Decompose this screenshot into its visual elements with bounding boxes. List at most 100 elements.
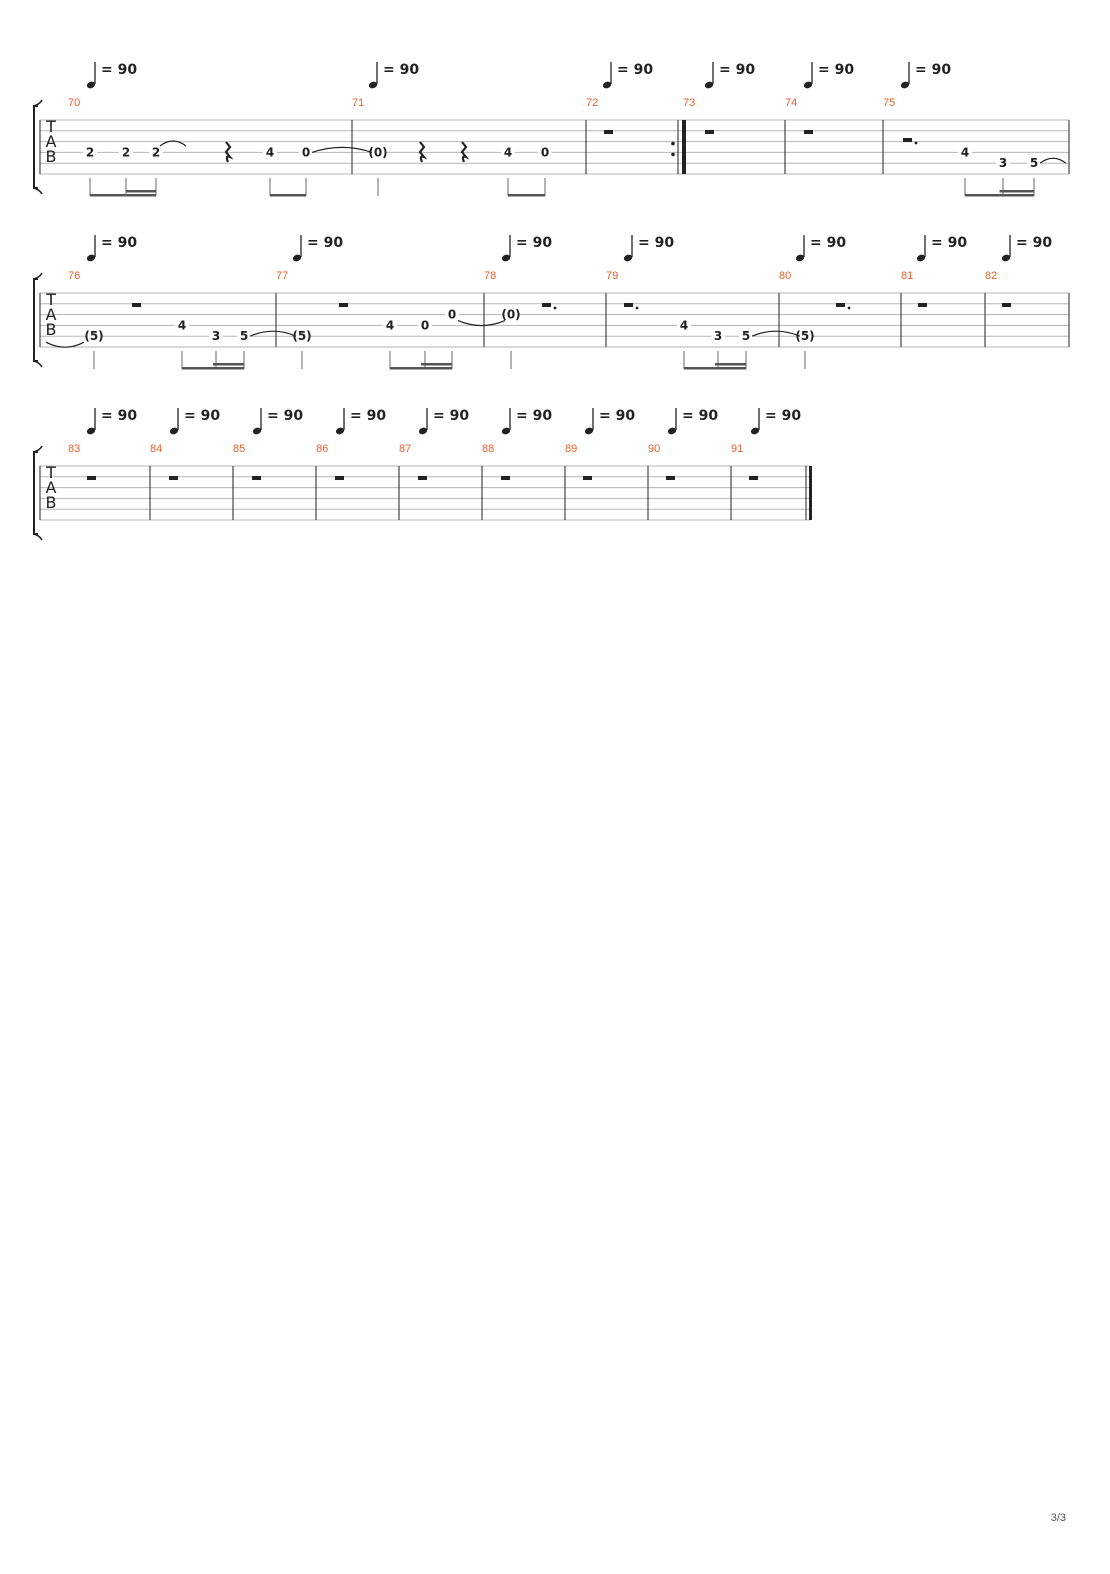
tempo-quarter-note-icon (86, 81, 96, 89)
fret-background (677, 319, 691, 332)
half-rest-icon (339, 303, 348, 307)
measure-number: 86 (316, 443, 328, 455)
measure-number: 87 (399, 443, 411, 455)
tempo-quarter-note-icon (916, 254, 926, 262)
tempo-marking: = 90 (433, 408, 469, 424)
fret-number: 4 (386, 318, 394, 332)
tempo-marking: = 90 (350, 408, 386, 424)
beam (182, 367, 244, 370)
beam-secondary (999, 190, 1034, 193)
tempo-marking: = 90 (915, 62, 951, 78)
fret-background (263, 146, 277, 159)
fret-background (209, 330, 223, 343)
half-rest-icon (705, 130, 714, 134)
fret-number: 0 (421, 318, 429, 332)
page-number: 3/3 (1050, 1512, 1066, 1524)
measure-number: 91 (731, 443, 743, 455)
rest-dot (914, 141, 918, 145)
tempo-quarter-note-icon (86, 427, 96, 435)
tempo-quarter-note-icon (667, 427, 677, 435)
beam-secondary (213, 363, 244, 366)
fret-number: 4 (504, 145, 512, 159)
beam (90, 194, 156, 197)
half-rest-icon (804, 130, 813, 134)
tie-arc (159, 140, 187, 147)
measure-number: 88 (482, 443, 494, 455)
fret-number: 4 (178, 318, 186, 332)
tab-clef-b: B (46, 147, 57, 166)
measure-number: 84 (150, 443, 162, 455)
half-rest-icon (749, 476, 758, 480)
fret-number: 2 (86, 145, 94, 159)
tempo-marking: = 90 (267, 408, 303, 424)
measure-number: 79 (606, 270, 618, 282)
quarter-rest-icon (224, 141, 234, 163)
beam (270, 194, 306, 197)
fret-background (418, 319, 432, 332)
measure-number: 71 (352, 97, 364, 109)
tempo-marking: = 90 (617, 62, 653, 78)
repeat-dot (671, 141, 675, 146)
half-rest-icon (604, 130, 613, 134)
measure-number: 78 (484, 270, 496, 282)
fret-background (1027, 157, 1041, 170)
tempo-quarter-note-icon (335, 427, 345, 435)
measure-number: 75 (883, 97, 895, 109)
tab-clef-a: A (46, 478, 57, 497)
tempo-marking: = 90 (638, 235, 674, 251)
tempo-marking: = 90 (516, 408, 552, 424)
tempo-quarter-note-icon (169, 427, 179, 435)
half-rest-icon (87, 476, 96, 480)
dotted-half-rest-icon (542, 303, 551, 307)
repeat-barline-thick (682, 120, 686, 174)
fret-number: 0 (302, 145, 310, 159)
beam (508, 194, 545, 197)
fret-number: (0) (368, 145, 387, 159)
fret-background (739, 330, 753, 343)
half-rest-icon (132, 303, 141, 307)
measure-number: 81 (901, 270, 913, 282)
fret-number: (5) (84, 329, 103, 343)
beam-secondary (715, 363, 746, 366)
fret-background (237, 330, 251, 343)
tempo-quarter-note-icon (584, 427, 594, 435)
half-rest-icon (501, 476, 510, 480)
tie-arc (45, 341, 85, 348)
fret-number: 3 (999, 156, 1007, 170)
bracket-hook (33, 272, 43, 368)
tab-clef-b: B (46, 320, 57, 339)
fret-background (996, 157, 1010, 170)
beam-secondary (421, 363, 452, 366)
fret-number: 4 (680, 318, 688, 332)
tempo-marking: = 90 (101, 62, 137, 78)
half-rest-icon (918, 303, 927, 307)
tempo-quarter-note-icon (602, 81, 612, 89)
half-rest-icon (335, 476, 344, 480)
tie-arc (751, 330, 801, 337)
measure-number: 89 (565, 443, 577, 455)
measure-number: 70 (68, 97, 80, 109)
half-rest-icon (666, 476, 675, 480)
fret-background (383, 319, 397, 332)
rest-dot (847, 306, 851, 310)
tempo-marking: = 90 (307, 235, 343, 251)
fret-background (501, 146, 515, 159)
quarter-rest-icon (418, 141, 428, 163)
tempo-marking: = 90 (184, 408, 220, 424)
tab-clef-a: A (46, 132, 57, 151)
fret-background (175, 319, 189, 332)
fret-number: 5 (1030, 156, 1038, 170)
tempo-marking: = 90 (682, 408, 718, 424)
tempo-quarter-note-icon (252, 427, 262, 435)
fret-background (295, 330, 309, 343)
fret-number: 0 (541, 145, 549, 159)
tempo-marking: = 90 (818, 62, 854, 78)
tempo-marking: = 90 (765, 408, 801, 424)
tab-clef-t: T (45, 463, 56, 482)
fret-number: 0 (448, 308, 456, 322)
measure-number: 72 (586, 97, 598, 109)
tempo-quarter-note-icon (501, 254, 511, 262)
final-barline-thick (809, 466, 812, 520)
fret-number: (0) (501, 308, 520, 322)
